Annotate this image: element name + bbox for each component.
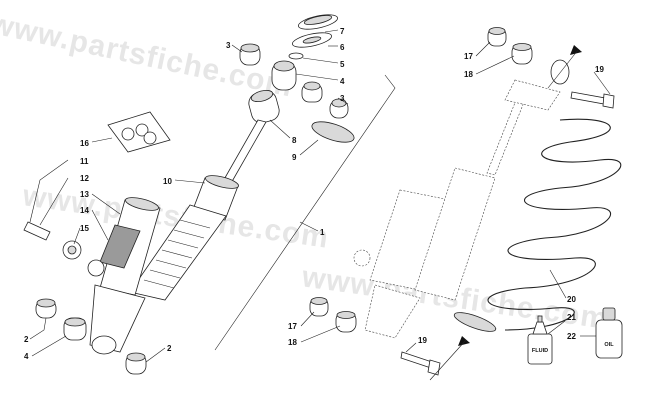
ghost-upper-mount (504, 79, 561, 111)
lower-eye-ring (91, 335, 117, 355)
adjuster-knob-center (67, 245, 77, 255)
eyelet-face (273, 60, 295, 72)
fluid-label: FLUID (532, 348, 548, 354)
bushing-2-right-face (126, 352, 146, 362)
rebound-adjuster (87, 259, 105, 277)
lower-spring-seat (453, 312, 497, 332)
callout-9: 9 (292, 153, 297, 162)
small-ring-part (288, 52, 304, 60)
body-collar-top (205, 175, 239, 189)
callout-18-top: 18 (464, 70, 473, 79)
callout-22: 22 (567, 332, 576, 341)
lower-eye-mount (89, 284, 146, 353)
callout-11: 11 (80, 157, 89, 166)
callout-leaders (29, 29, 611, 363)
oil-bottle: OIL (595, 307, 623, 359)
piston-shaft (221, 119, 267, 186)
reservoir-cap (125, 197, 159, 211)
bolt-19-bottom (400, 351, 433, 369)
arrow-top-icon (570, 45, 582, 55)
callout-8: 8 (292, 136, 297, 145)
bushing-2-left-face (36, 298, 56, 308)
left-shock-assembly (23, 14, 355, 375)
oil-label: OIL (604, 342, 614, 348)
callout-10: 10 (163, 177, 172, 186)
callout-4-top: 4 (340, 77, 345, 86)
callout-20: 20 (567, 295, 576, 304)
ghost-lower-eye (364, 284, 421, 339)
callout-19-top: 19 (595, 65, 604, 74)
ghost-main-body (414, 167, 496, 301)
upper-eye-ring (550, 59, 570, 85)
callout-6: 6 (340, 43, 345, 52)
ghost-adjuster (353, 249, 371, 267)
reservoir-decal (99, 224, 141, 269)
callout-14: 14 (80, 206, 89, 215)
ghost-reservoir (369, 189, 451, 291)
arrow-bottom-icon (458, 336, 470, 346)
fluid-bottle: FLUID (527, 315, 553, 365)
washer-hole (302, 36, 322, 44)
bushing-18-top-face (512, 43, 532, 51)
bushing-4-top-face (303, 81, 321, 91)
callout-2-left: 2 (24, 335, 29, 344)
coil-spring (487, 118, 622, 331)
callout-13: 13 (80, 190, 89, 199)
bushing-17-bottom-face (310, 297, 328, 305)
callout-12: 12 (80, 174, 89, 183)
callout-5: 5 (340, 60, 345, 69)
callout-2-right: 2 (167, 344, 172, 353)
callout-7: 7 (340, 27, 345, 36)
right-shock-assembly: FLUID OIL (309, 27, 623, 381)
upper-eye-hole (250, 89, 274, 103)
decal-circle-a (121, 127, 135, 141)
callout-3-left: 3 (226, 41, 231, 50)
assembly-bracket (214, 74, 396, 351)
bushing-3-top-face (240, 43, 260, 53)
schrader-valve (23, 221, 51, 241)
callout-15: 15 (80, 224, 89, 233)
callout-numbers: 7 6 5 4 3 3 8 9 16 10 11 12 13 14 15 1 2… (24, 27, 604, 361)
bolt-19-top-head (602, 93, 615, 109)
seal-cap-top (303, 15, 333, 25)
callout-21: 21 (567, 313, 576, 322)
callout-1: 1 (320, 228, 325, 237)
callout-16: 16 (80, 139, 89, 148)
spring-washer-part (311, 121, 355, 143)
callout-3-right: 3 (340, 94, 345, 103)
body-knurl-lines (143, 219, 211, 289)
callout-17-top: 17 (464, 52, 473, 61)
shock-main-body (129, 204, 227, 301)
callout-4-bottom: 4 (24, 352, 29, 361)
bushing-4-bottom-face (64, 317, 86, 327)
decal-circle-b (135, 123, 149, 137)
bushing-17-top-face (488, 27, 506, 35)
callout-19-bottom: 19 (418, 336, 427, 345)
callout-18-bottom: 18 (288, 338, 297, 347)
bolt-19-bottom-head (427, 359, 441, 376)
bolt-19-top (570, 91, 606, 105)
callout-17-bottom: 17 (288, 322, 297, 331)
bushing-18-bottom-face (336, 311, 356, 319)
decal-circle-c (143, 131, 157, 145)
